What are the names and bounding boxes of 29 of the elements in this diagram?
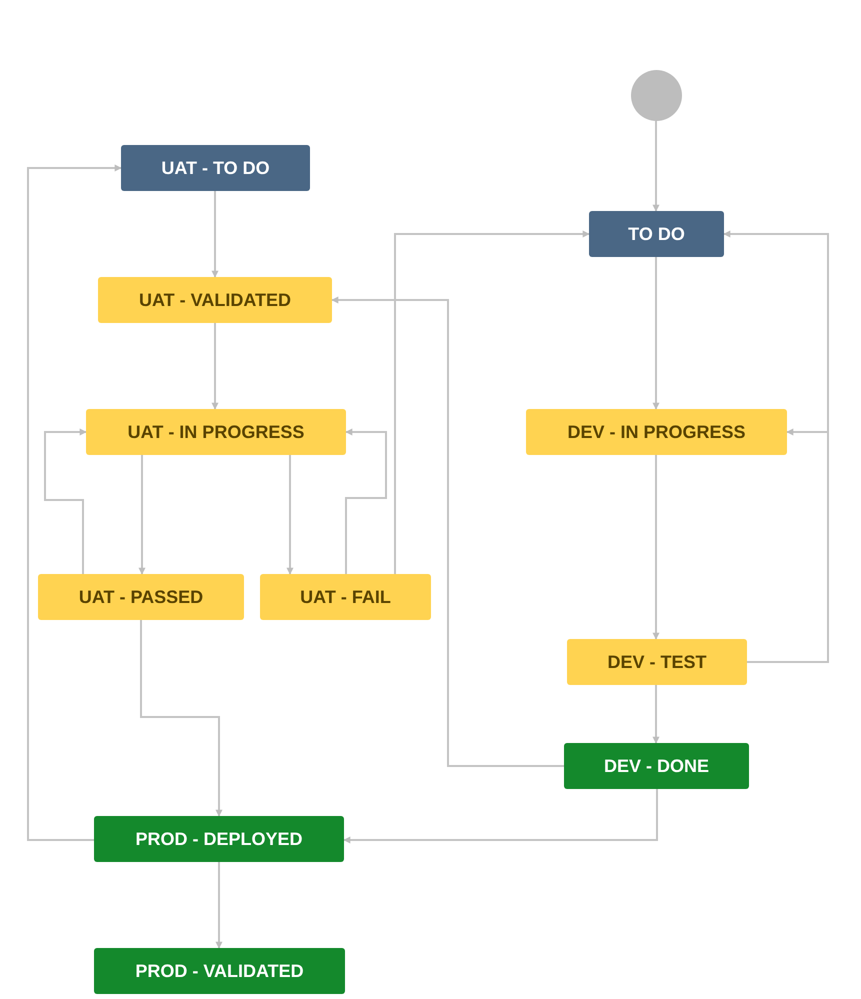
status-box: DEV - TEST — [567, 639, 747, 685]
status-box: UAT - VALIDATED — [98, 277, 332, 323]
arrow — [345, 428, 387, 574]
start-circle — [631, 70, 682, 121]
arrow — [331, 296, 564, 767]
arrow — [212, 191, 218, 278]
arrow — [216, 862, 222, 949]
status-box: PROD - DEPLOYED — [94, 816, 344, 862]
status-box: DEV - DONE — [564, 743, 749, 789]
arrow — [723, 230, 829, 663]
arrow — [286, 455, 294, 575]
arrow — [652, 257, 660, 410]
arrow — [652, 685, 660, 744]
arrow — [343, 789, 658, 844]
status-box: PROD - VALIDATED — [94, 948, 345, 994]
status-box: UAT - IN PROGRESS — [86, 409, 346, 455]
arrow — [138, 455, 146, 575]
arrow — [140, 620, 222, 817]
status-box: UAT - FAIL — [260, 574, 431, 620]
arrow — [27, 164, 122, 841]
arrow — [212, 323, 218, 410]
arrow — [44, 428, 87, 574]
arrow — [652, 455, 660, 640]
status-box: UAT - TO DO — [121, 145, 310, 191]
status-box: TO DO — [589, 211, 724, 257]
status-box: UAT - PASSED — [38, 574, 244, 620]
arrow — [394, 230, 590, 574]
arrow — [652, 121, 660, 212]
status-box: DEV - IN PROGRESS — [526, 409, 787, 455]
